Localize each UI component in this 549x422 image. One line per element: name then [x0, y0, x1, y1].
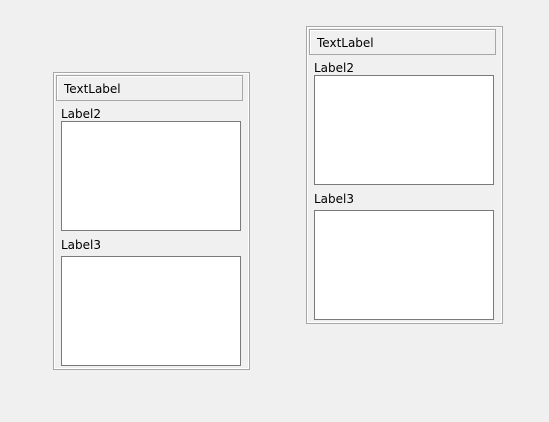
list-box-label2[interactable] — [314, 75, 494, 185]
title-label-box: TextLabel — [56, 75, 243, 101]
list-box-label3[interactable] — [61, 256, 241, 366]
label3: Label3 — [61, 238, 102, 252]
widget-panel-right: TextLabel Label2 Label3 — [306, 26, 503, 324]
list-box-label3[interactable] — [314, 210, 494, 320]
title-label: TextLabel — [64, 82, 121, 96]
list-box-label2[interactable] — [61, 121, 241, 231]
widget-panel-left: TextLabel Label2 Label3 — [53, 72, 250, 370]
label3: Label3 — [314, 192, 355, 206]
title-label: TextLabel — [317, 36, 374, 50]
label2: Label2 — [314, 61, 355, 75]
label2: Label2 — [61, 107, 102, 121]
title-label-box: TextLabel — [309, 29, 496, 55]
